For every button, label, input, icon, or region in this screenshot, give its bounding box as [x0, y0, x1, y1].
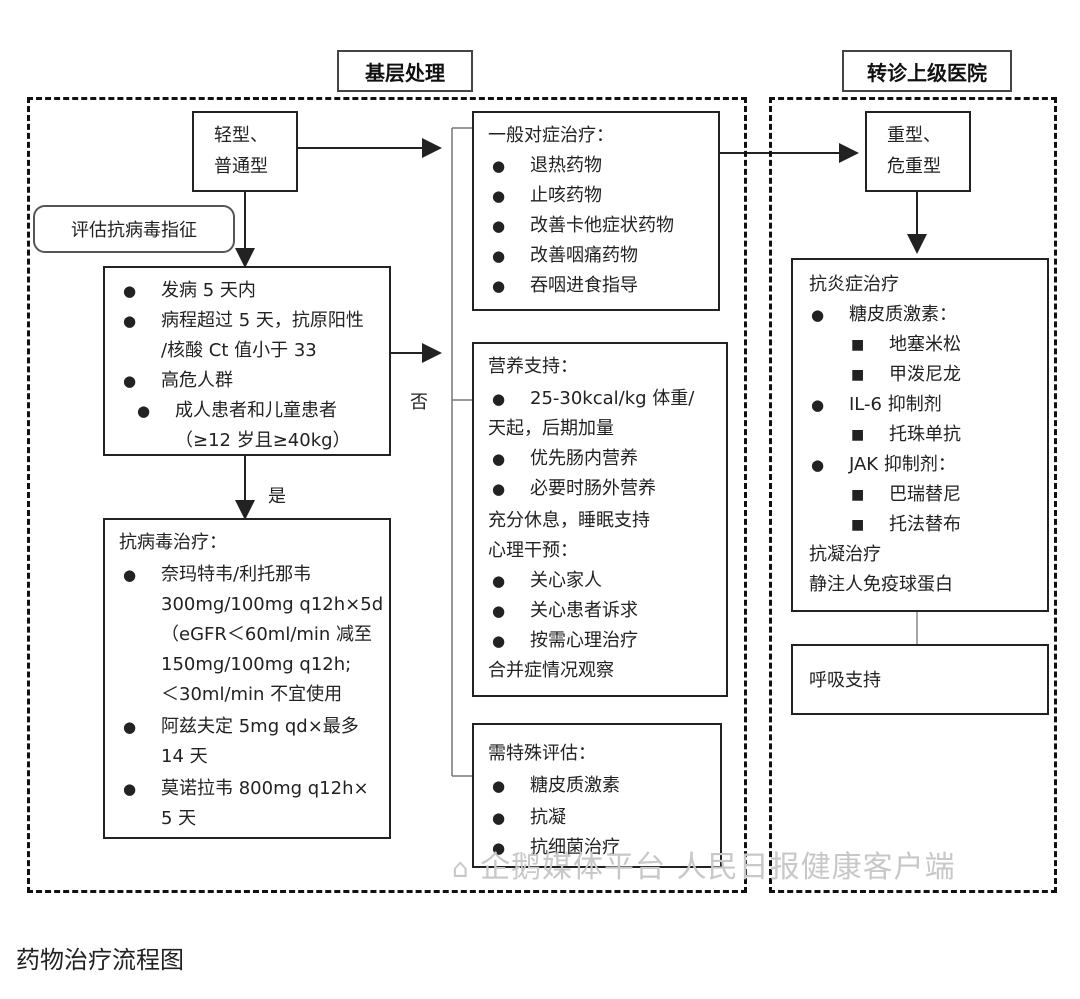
nutrition-line: 心理干预： — [488, 540, 578, 561]
criteria-box: 发病 5 天内 病程超过 5 天，抗原阳性 /核酸 Ct 值小于 33 高危人群… — [103, 266, 391, 456]
antiviral-line: （eGFR＜60ml/min 减至 — [161, 624, 373, 645]
criteria-subitem: 成人患者和儿童患者 — [137, 396, 337, 426]
antiviral-therapy-box: 抗病毒治疗： 奈玛特韦/利托那韦 300mg/100mg q12h×5d （eG… — [103, 518, 391, 839]
anti-inflam-line: JAK 抑制剂： — [811, 450, 956, 480]
watermark-text: 企鹅媒体平台 人民日报健康客户端 — [480, 850, 956, 885]
header-primary-care: 基层处理 — [337, 50, 473, 92]
severe-line-1: 重型、 — [887, 125, 941, 146]
nutrition-line: 关心家人 — [492, 566, 602, 596]
nutrition-support-box: 营养支持： 25-30kcal/kg 体重/ 天起，后期加量 优先肠内营养 必要… — [472, 342, 728, 697]
antiviral-line: 14 天 — [161, 746, 208, 767]
anti-inflam-line: 静注人免疫球蛋白 — [809, 574, 953, 595]
anti-inflam-line: 甲泼尼龙 — [851, 360, 961, 390]
respiratory-support-box: 呼吸支持 — [791, 644, 1049, 715]
antiviral-line: 5 天 — [161, 808, 197, 829]
referral-region — [769, 97, 1057, 893]
primary-care-region — [27, 97, 747, 893]
antiviral-line: ＜30ml/min 不宜使用 — [161, 684, 343, 705]
assess-antiviral-label: 评估抗病毒指征 — [33, 205, 235, 253]
mild-common-box: 轻型、 普通型 — [192, 111, 298, 192]
anti-inflam-line: 抗炎症治疗 — [809, 274, 899, 295]
mild-line-2: 普通型 — [214, 156, 268, 177]
figure-caption: 药物治疗流程图 — [16, 946, 184, 974]
header-referral: 转诊上级医院 — [842, 50, 1012, 92]
antiviral-line: 奈玛特韦/利托那韦 — [123, 560, 311, 590]
nutrition-line: 关心患者诉求 — [492, 596, 638, 626]
antiviral-line: 阿兹夫定 5mg qd×最多 — [123, 712, 359, 742]
symptomatic-therapy-box: 一般对症治疗： 退热药物 止咳药物 改善卡他症状药物 改善咽痛药物 吞咽进食指导 — [472, 111, 720, 311]
symptomatic-item: 改善卡他症状药物 — [492, 211, 674, 241]
antiviral-title: 抗病毒治疗： — [119, 532, 227, 553]
nutrition-line: 25-30kcal/kg 体重/ — [492, 384, 694, 414]
no-label: 否 — [410, 392, 428, 413]
special-item: 抗凝 — [492, 803, 566, 833]
anti-inflam-line: 托法替布 — [851, 510, 961, 540]
nutrition-line: 按需心理治疗 — [492, 626, 638, 656]
special-title: 需特殊评估： — [488, 743, 596, 764]
anti-inflam-line: 托珠单抗 — [851, 420, 961, 450]
respiratory-label: 呼吸支持 — [809, 670, 881, 691]
symptomatic-item: 退热药物 — [492, 151, 602, 181]
criteria-item: 病程超过 5 天，抗原阳性 — [123, 306, 364, 336]
antiviral-line: 150mg/100mg q12h; — [161, 654, 352, 675]
symptomatic-item: 改善咽痛药物 — [492, 241, 638, 271]
anti-inflam-line: 抗凝治疗 — [809, 544, 881, 565]
special-item: 抗细菌治疗 — [492, 833, 620, 863]
nutrition-line: 充分休息，睡眠支持 — [488, 510, 650, 531]
anti-inflam-line: 糖皮质激素： — [811, 300, 957, 330]
antiviral-line: 莫诺拉韦 800mg q12h× — [123, 774, 369, 804]
nutrition-line: 合并症情况观察 — [488, 660, 614, 681]
nutrition-line: 必要时肠外营养 — [492, 474, 656, 504]
antiviral-line: 300mg/100mg q12h×5d — [161, 594, 384, 615]
symptomatic-item: 吞咽进食指导 — [492, 271, 638, 301]
watermark: ⌂ 企鹅媒体平台 人民日报健康客户端 — [452, 842, 956, 886]
symptomatic-title: 一般对症治疗： — [488, 125, 614, 146]
special-item: 糖皮质激素 — [492, 771, 620, 801]
nutrition-line: 营养支持： — [488, 356, 578, 377]
anti-inflam-line: 巴瑞替尼 — [851, 480, 961, 510]
criteria-item: 发病 5 天内 — [123, 276, 256, 306]
symptomatic-item: 止咳药物 — [492, 181, 602, 211]
special-assessment-box: 需特殊评估： 糖皮质激素 抗凝 抗细菌治疗 — [472, 723, 722, 868]
penguin-logo-icon: ⌂ — [452, 854, 470, 884]
anti-inflam-line: IL-6 抑制剂 — [811, 390, 942, 420]
yes-label: 是 — [268, 486, 286, 507]
severe-line-2: 危重型 — [887, 156, 941, 177]
severe-box: 重型、 危重型 — [865, 111, 971, 192]
nutrition-line: 优先肠内营养 — [492, 444, 638, 474]
criteria-subitem-cont: （≥12 岁且≥40kg） — [175, 430, 351, 451]
mild-line-1: 轻型、 — [214, 125, 268, 146]
criteria-item-cont: /核酸 Ct 值小于 33 — [161, 340, 317, 361]
nutrition-line: 天起，后期加量 — [488, 418, 614, 439]
anti-inflammatory-box: 抗炎症治疗 糖皮质激素： 地塞米松 甲泼尼龙 IL-6 抑制剂 托珠单抗 JAK… — [791, 258, 1049, 612]
anti-inflam-line: 地塞米松 — [851, 330, 961, 360]
criteria-item: 高危人群 — [123, 366, 233, 396]
